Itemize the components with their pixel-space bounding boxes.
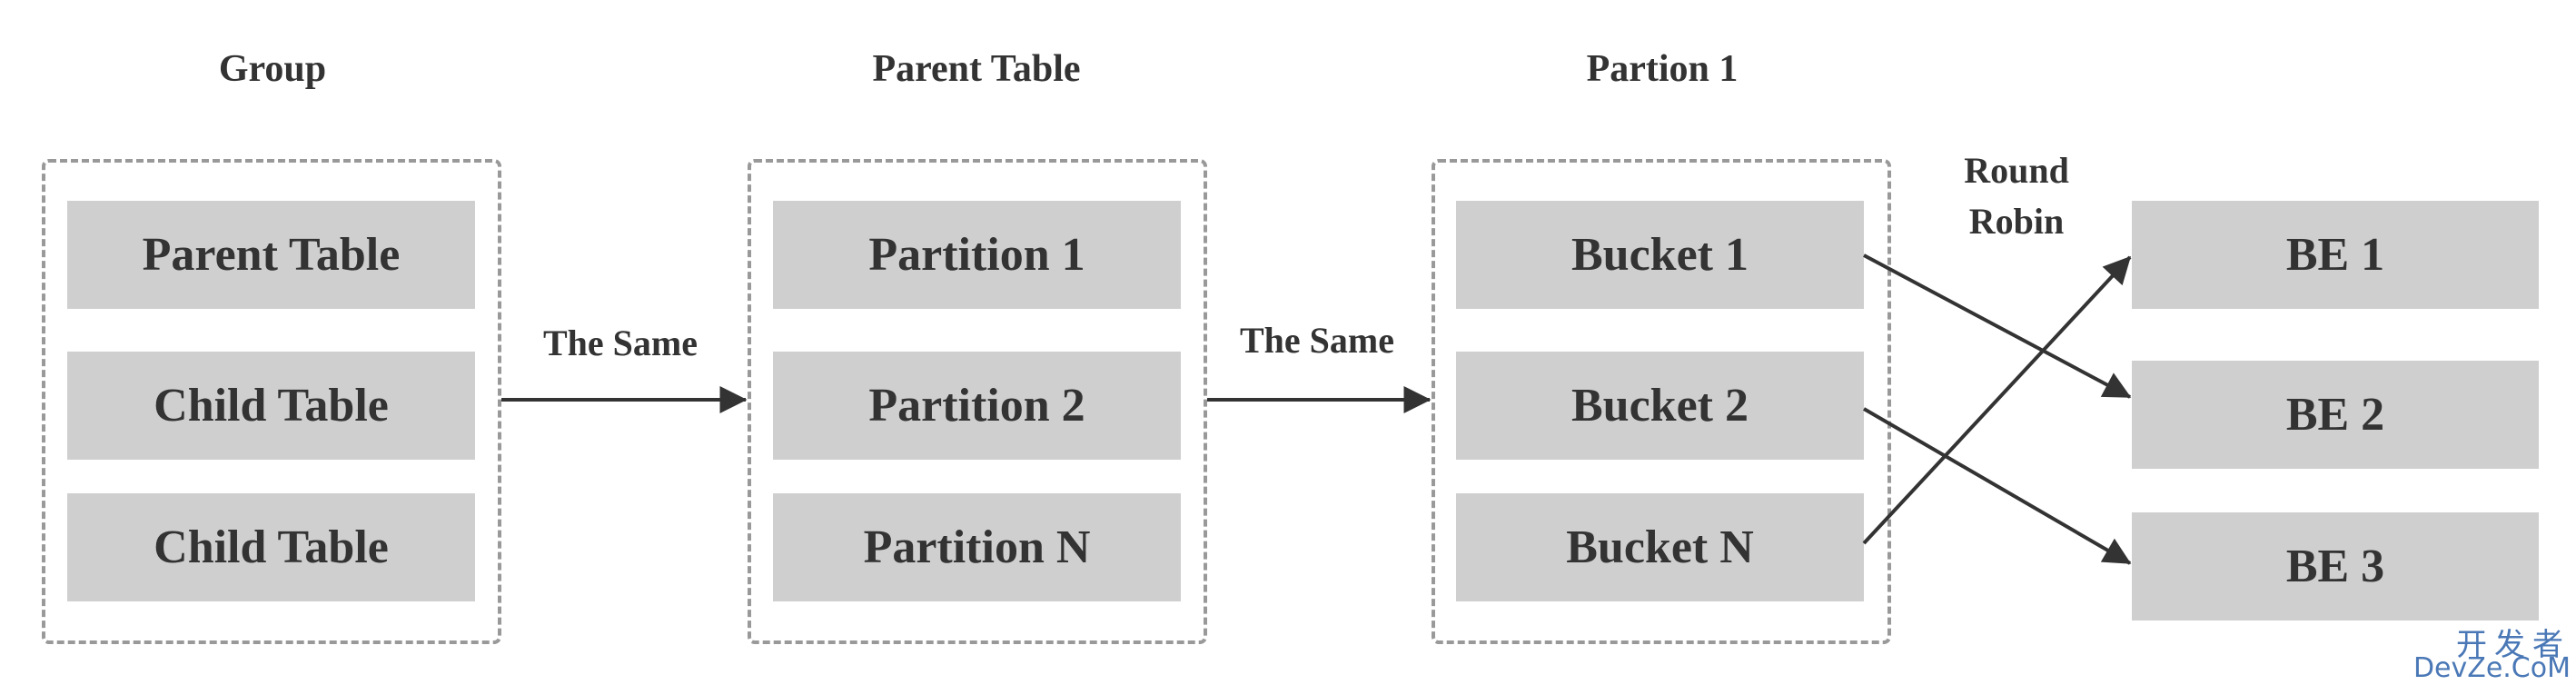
- arrow-bucket-n-to-be-1: [1862, 255, 2132, 545]
- partition-node: Partition 1: [773, 201, 1181, 309]
- edge-label-the-same: The Same: [543, 323, 698, 363]
- group-node-child-table: Child Table: [67, 352, 475, 460]
- heading-group: Group: [218, 48, 327, 90]
- group-node-child-table: Child Table: [67, 493, 475, 601]
- be-node: BE 2: [2132, 361, 2539, 469]
- arrow-bucket-2-to-be-3: [1862, 407, 2132, 565]
- edge-label-round: Round: [1964, 150, 2069, 191]
- partition-node: Partition N: [773, 493, 1181, 601]
- be-node: BE 1: [2132, 201, 2539, 309]
- bucket-node: Bucket N: [1456, 493, 1864, 601]
- group-container: [42, 159, 501, 644]
- partition-node: Partition 2: [773, 352, 1181, 460]
- partition-container: [748, 159, 1207, 644]
- bucket-node: Bucket 2: [1456, 352, 1864, 460]
- be-node: BE 3: [2132, 512, 2539, 620]
- heading-partition: Partion 1: [1586, 48, 1739, 90]
- bucket-node: Bucket 1: [1456, 201, 1864, 309]
- watermark-cn: 开发者: [2456, 627, 2571, 663]
- edge-label-robin: Robin: [1968, 201, 2065, 242]
- edge-label-round-robin: Round Robin: [1917, 145, 2116, 247]
- arrow-bucket-1-to-be-2: [1863, 253, 2132, 399]
- group-node-parent-table: Parent Table: [67, 201, 475, 309]
- watermark-en: DevZe.CoM: [2413, 652, 2571, 684]
- edge-label-the-same: The Same: [1240, 320, 1394, 361]
- heading-parent-table: Parent Table: [872, 48, 1081, 90]
